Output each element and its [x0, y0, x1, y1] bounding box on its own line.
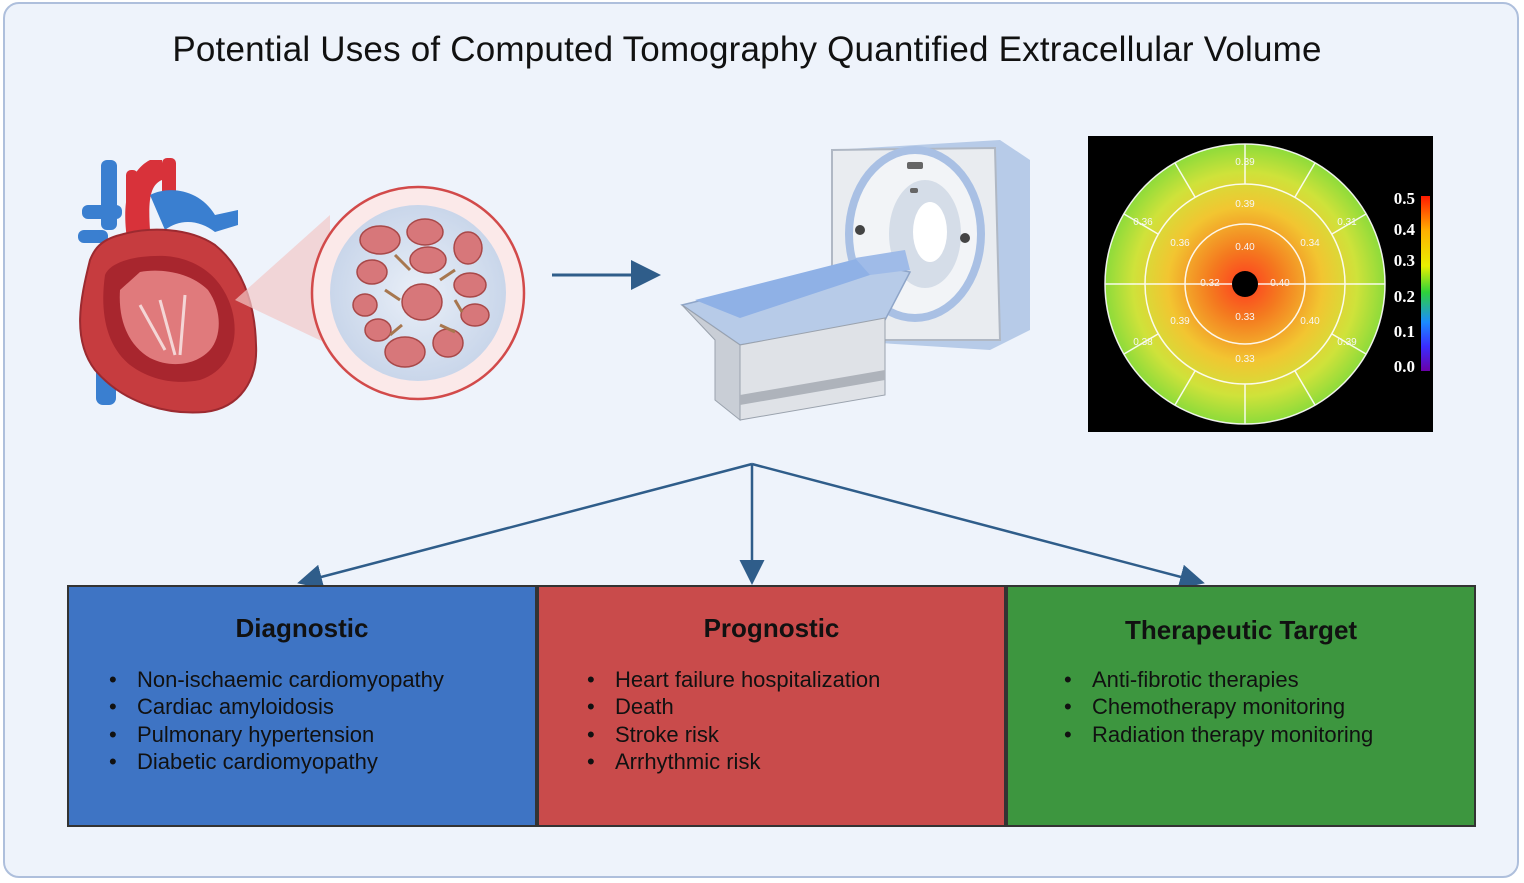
ct-scanner-icon: [680, 140, 1030, 422]
diagnostic-box: Diagnostic Non-ischaemic cardiomyopathy …: [67, 585, 537, 827]
therapeutic-list: Anti-fibrotic therapies Chemotherapy mon…: [1064, 666, 1373, 748]
polar-segment-value: 0.40: [1300, 316, 1320, 327]
list-item: Pulmonary hypertension: [109, 721, 444, 749]
polar-segment-value: 0.39: [1235, 157, 1255, 168]
heart-anatomy-icon: [78, 158, 258, 414]
myocardial-tissue-icon: [310, 185, 526, 401]
scale-tick-label: 0.4: [1394, 220, 1416, 239]
polar-map-icon: 0.39 0.36 0.31 0.39 0.36 0.34 0.40 0.32 0.40 0.39…: [1088, 136, 1433, 432]
scale-tick-label: 0.5: [1394, 189, 1415, 208]
diagnostic-title: Diagnostic: [235, 613, 369, 643]
polar-segment-value: 0.31: [1337, 217, 1357, 228]
prognostic-box: Prognostic Heart failure hospitalization…: [537, 585, 1006, 827]
polar-segment-value: 0.39: [1235, 199, 1255, 210]
polar-segment-value: 0.34: [1300, 238, 1320, 249]
polar-segment-value: 0.40: [1235, 242, 1255, 253]
list-item: Diabetic cardiomyopathy: [109, 748, 444, 776]
color-scale-bar: [1421, 196, 1430, 371]
figure-title: Potential Uses of Computed Tomography Qu…: [172, 30, 1322, 69]
list-item: Heart failure hospitalization: [587, 666, 880, 694]
therapeutic-box: Therapeutic Target Anti-fibrotic therapi…: [1006, 585, 1476, 827]
scale-tick-label: 0.2: [1394, 287, 1415, 306]
list-item: Non-ischaemic cardiomyopathy: [109, 666, 444, 694]
polar-segment-value: 0.36: [1170, 238, 1190, 249]
scale-tick-label: 0.1: [1394, 322, 1415, 341]
scale-tick-label: 0.0: [1394, 357, 1415, 376]
zoom-wedge: [235, 215, 330, 345]
scale-tick-label: 0.3: [1394, 251, 1415, 270]
polar-segment-value: 0.33: [1235, 354, 1255, 365]
list-item: Death: [587, 693, 880, 721]
polar-segment-value: 0.38: [1133, 337, 1153, 348]
list-item: Anti-fibrotic therapies: [1064, 666, 1373, 694]
diagnostic-list: Non-ischaemic cardiomyopathy Cardiac amy…: [109, 666, 444, 775]
polar-segment-value: 0.39: [1170, 316, 1190, 327]
list-item: Radiation therapy monitoring: [1064, 721, 1373, 749]
prognostic-title: Prognostic: [703, 613, 840, 643]
polar-segment-value: 0.36: [1133, 217, 1153, 228]
polar-segment-value: 0.39: [1337, 337, 1357, 348]
branch-arrows: [297, 462, 1205, 590]
polar-segment-value: 0.40: [1270, 278, 1290, 289]
list-item: Stroke risk: [587, 721, 880, 749]
polar-segment-value: 0.33: [1235, 312, 1255, 323]
therapeutic-title: Therapeutic Target: [1124, 615, 1358, 645]
list-item: Cardiac amyloidosis: [109, 693, 444, 721]
list-item: Chemotherapy monitoring: [1064, 693, 1373, 721]
polar-segment-value: 0.32: [1200, 278, 1220, 289]
list-item: Arrhythmic risk: [587, 748, 880, 776]
prognostic-list: Heart failure hospitalization Death Stro…: [587, 666, 880, 775]
